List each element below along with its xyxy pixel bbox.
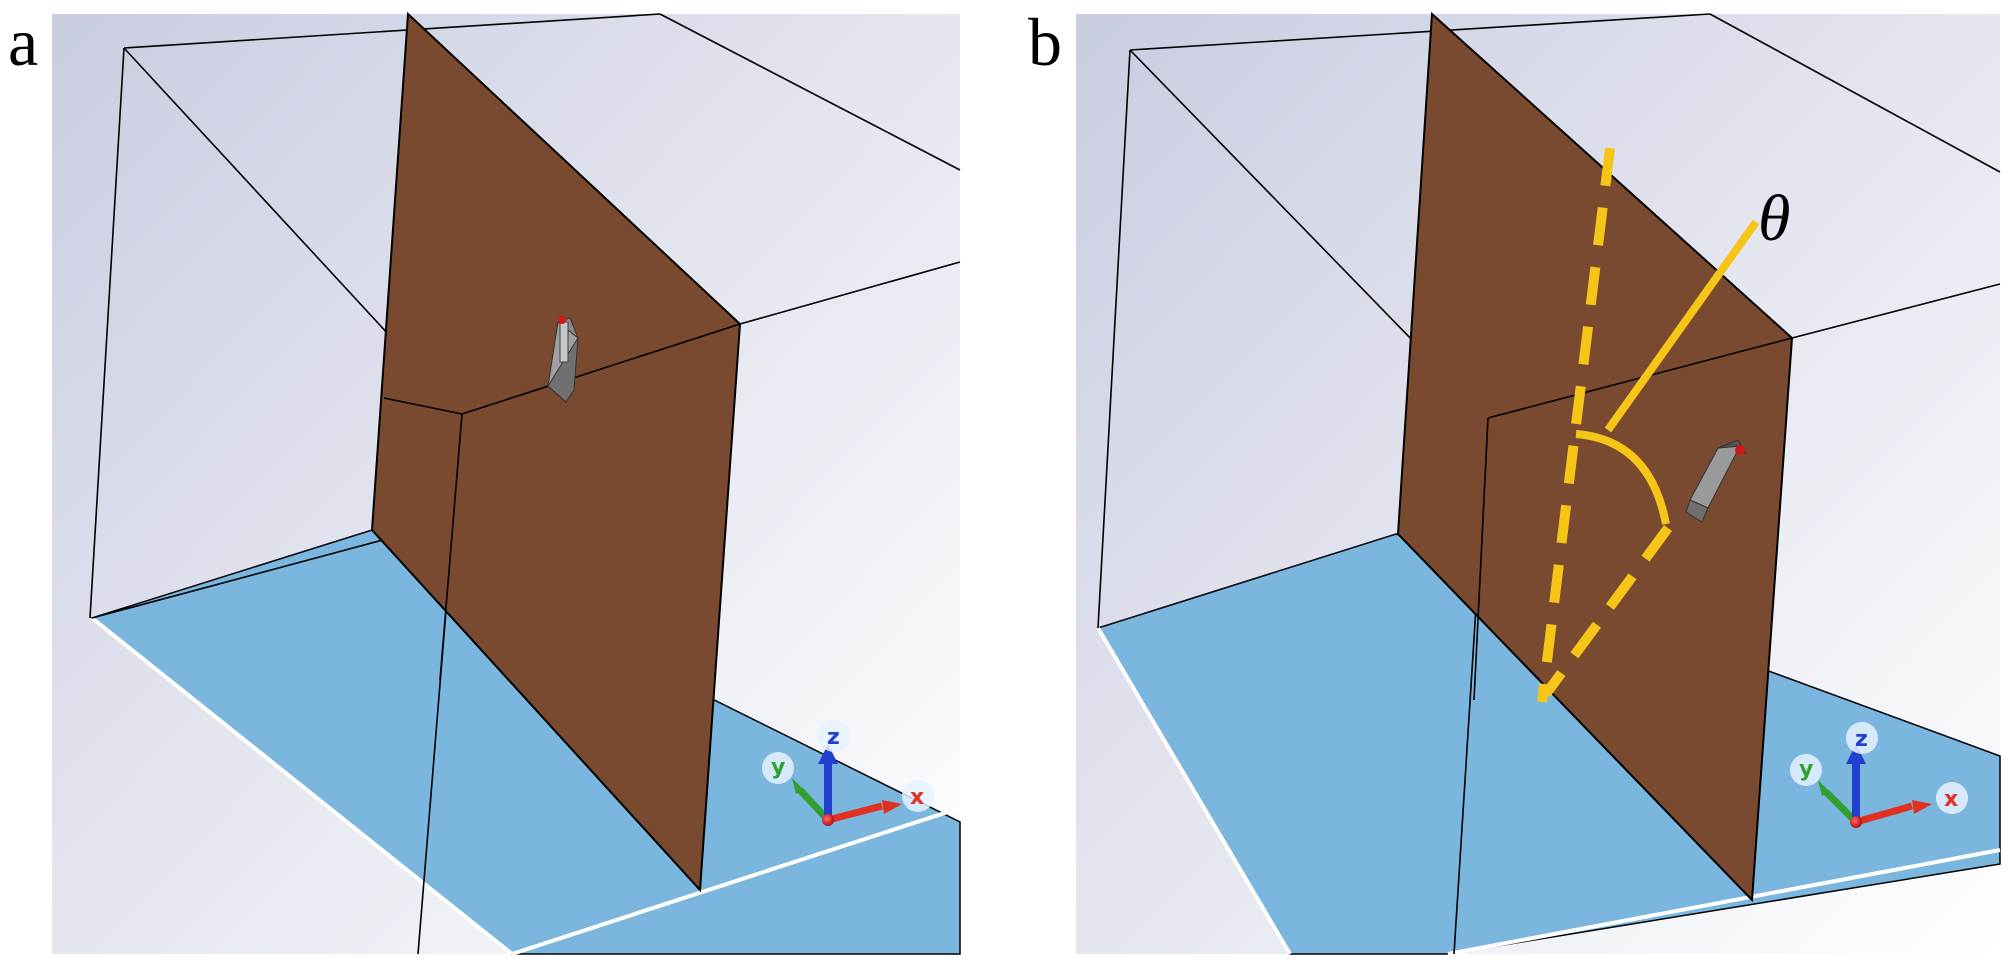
panel-b-angle-annotation	[1537, 147, 1760, 703]
panel-b-plate-lines	[1473, 337, 1793, 701]
panel-b-angle-symbol: θ	[1758, 182, 1790, 255]
panel-a-axis-z-label: z	[827, 725, 840, 750]
panel-b-axis-triad: x y z	[1790, 722, 1968, 828]
panel-a-z-bubble	[818, 720, 850, 752]
panel-b-angle-arc	[1575, 430, 1670, 525]
panel-a-axis-x-label: x	[910, 785, 924, 810]
panel-a-axis-y-label: y	[771, 755, 785, 780]
panel-b-angle-pointer	[1604, 219, 1760, 433]
panel-b-reflector-plate	[1396, 11, 1794, 903]
panel-a-reflector-plate	[370, 11, 742, 893]
panel-b-z-bubble	[1846, 722, 1878, 754]
panel-a-y-bubble	[762, 752, 794, 784]
panel-a-ground-edge-front	[511, 806, 961, 956]
panel-a-label: a	[8, 4, 39, 80]
panel-b-label: b	[1028, 4, 1062, 80]
panel-b-axis-z-label: z	[1855, 727, 1868, 752]
panel-a: x y z	[52, 11, 961, 956]
panel-b-y-bubble	[1790, 754, 1822, 786]
panel-a-horn-antenna	[547, 316, 579, 403]
panel-a-plate-lines	[383, 323, 741, 681]
panel-b-incident-dashed-line	[1541, 525, 1673, 697]
panel-b: θ x y z	[1076, 11, 2001, 956]
panel-b-axis-x-label: x	[1944, 787, 1958, 812]
panel-a-axis-triad: x y z	[762, 720, 934, 826]
panel-b-ground-edge	[1096, 626, 1292, 956]
panel-a-ground-edge	[90, 616, 514, 956]
panel-a-x-bubble	[902, 780, 934, 812]
panel-b-x-bubble	[1936, 782, 1968, 814]
panel-b-normal-dashed-line	[1537, 147, 1615, 703]
panel-b-ground-edge-front	[1447, 848, 2001, 956]
panel-b-axis-y-label: y	[1799, 757, 1813, 782]
panel-b-horn-antenna	[1685, 439, 1747, 523]
